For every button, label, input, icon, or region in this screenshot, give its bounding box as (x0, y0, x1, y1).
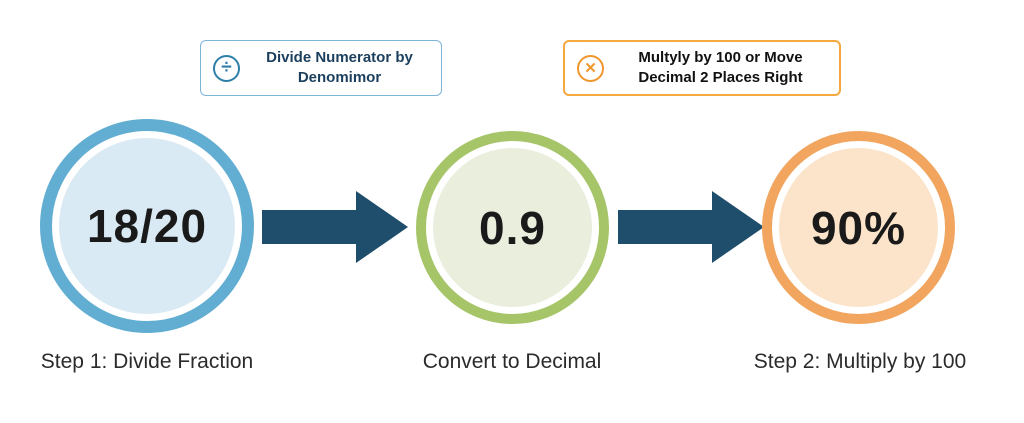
step-caption-decimal: Convert to Decimal (422, 350, 602, 373)
callout-multiply: ✕ Multyly by 100 or Move Decimal 2 Place… (563, 40, 841, 96)
step-circle-decimal: 0.9 (416, 131, 609, 324)
callout-multiply-text: Multyly by 100 or Move Decimal 2 Places … (614, 48, 827, 89)
arrow-shaft (262, 210, 356, 244)
step-circle-fraction: 18/20 (40, 119, 254, 333)
step-caption-divide: Step 1: Divide Fraction (40, 350, 254, 373)
step-value-decimal: 0.9 (479, 201, 546, 254)
multiply-circle-icon: ✕ (577, 54, 604, 82)
arrow-right-icon (262, 191, 408, 263)
callout-line: Denomimor (297, 69, 382, 86)
arrow-right-icon (618, 191, 764, 263)
arrow-head (356, 191, 408, 263)
step-caption-multiply: Step 2: Multiply by 100 (753, 350, 967, 373)
callout-line: Divide Numerator by (266, 48, 413, 66)
step-circle-decimal-inner: 0.9 (433, 148, 592, 307)
arrow-head (712, 191, 764, 263)
arrow-shaft (618, 210, 712, 244)
callout-line: Multyly by 100 or Move (638, 48, 803, 66)
callout-divide-text: Divide Numerator by Denomimor (250, 48, 429, 89)
step-value-fraction: 18/20 (86, 200, 208, 252)
callout-line: Decimal 2 Places Right (638, 69, 803, 86)
step-circle-percent: 90% (762, 131, 955, 324)
divide-circle-icon: ÷ (213, 54, 240, 82)
step-circle-percent-inner: 90% (779, 148, 938, 307)
callout-divide: ÷ Divide Numerator by Denomimor (200, 40, 442, 96)
step-value-percent: 90% (810, 201, 907, 254)
step-circle-fraction-inner: 18/20 (59, 138, 235, 314)
